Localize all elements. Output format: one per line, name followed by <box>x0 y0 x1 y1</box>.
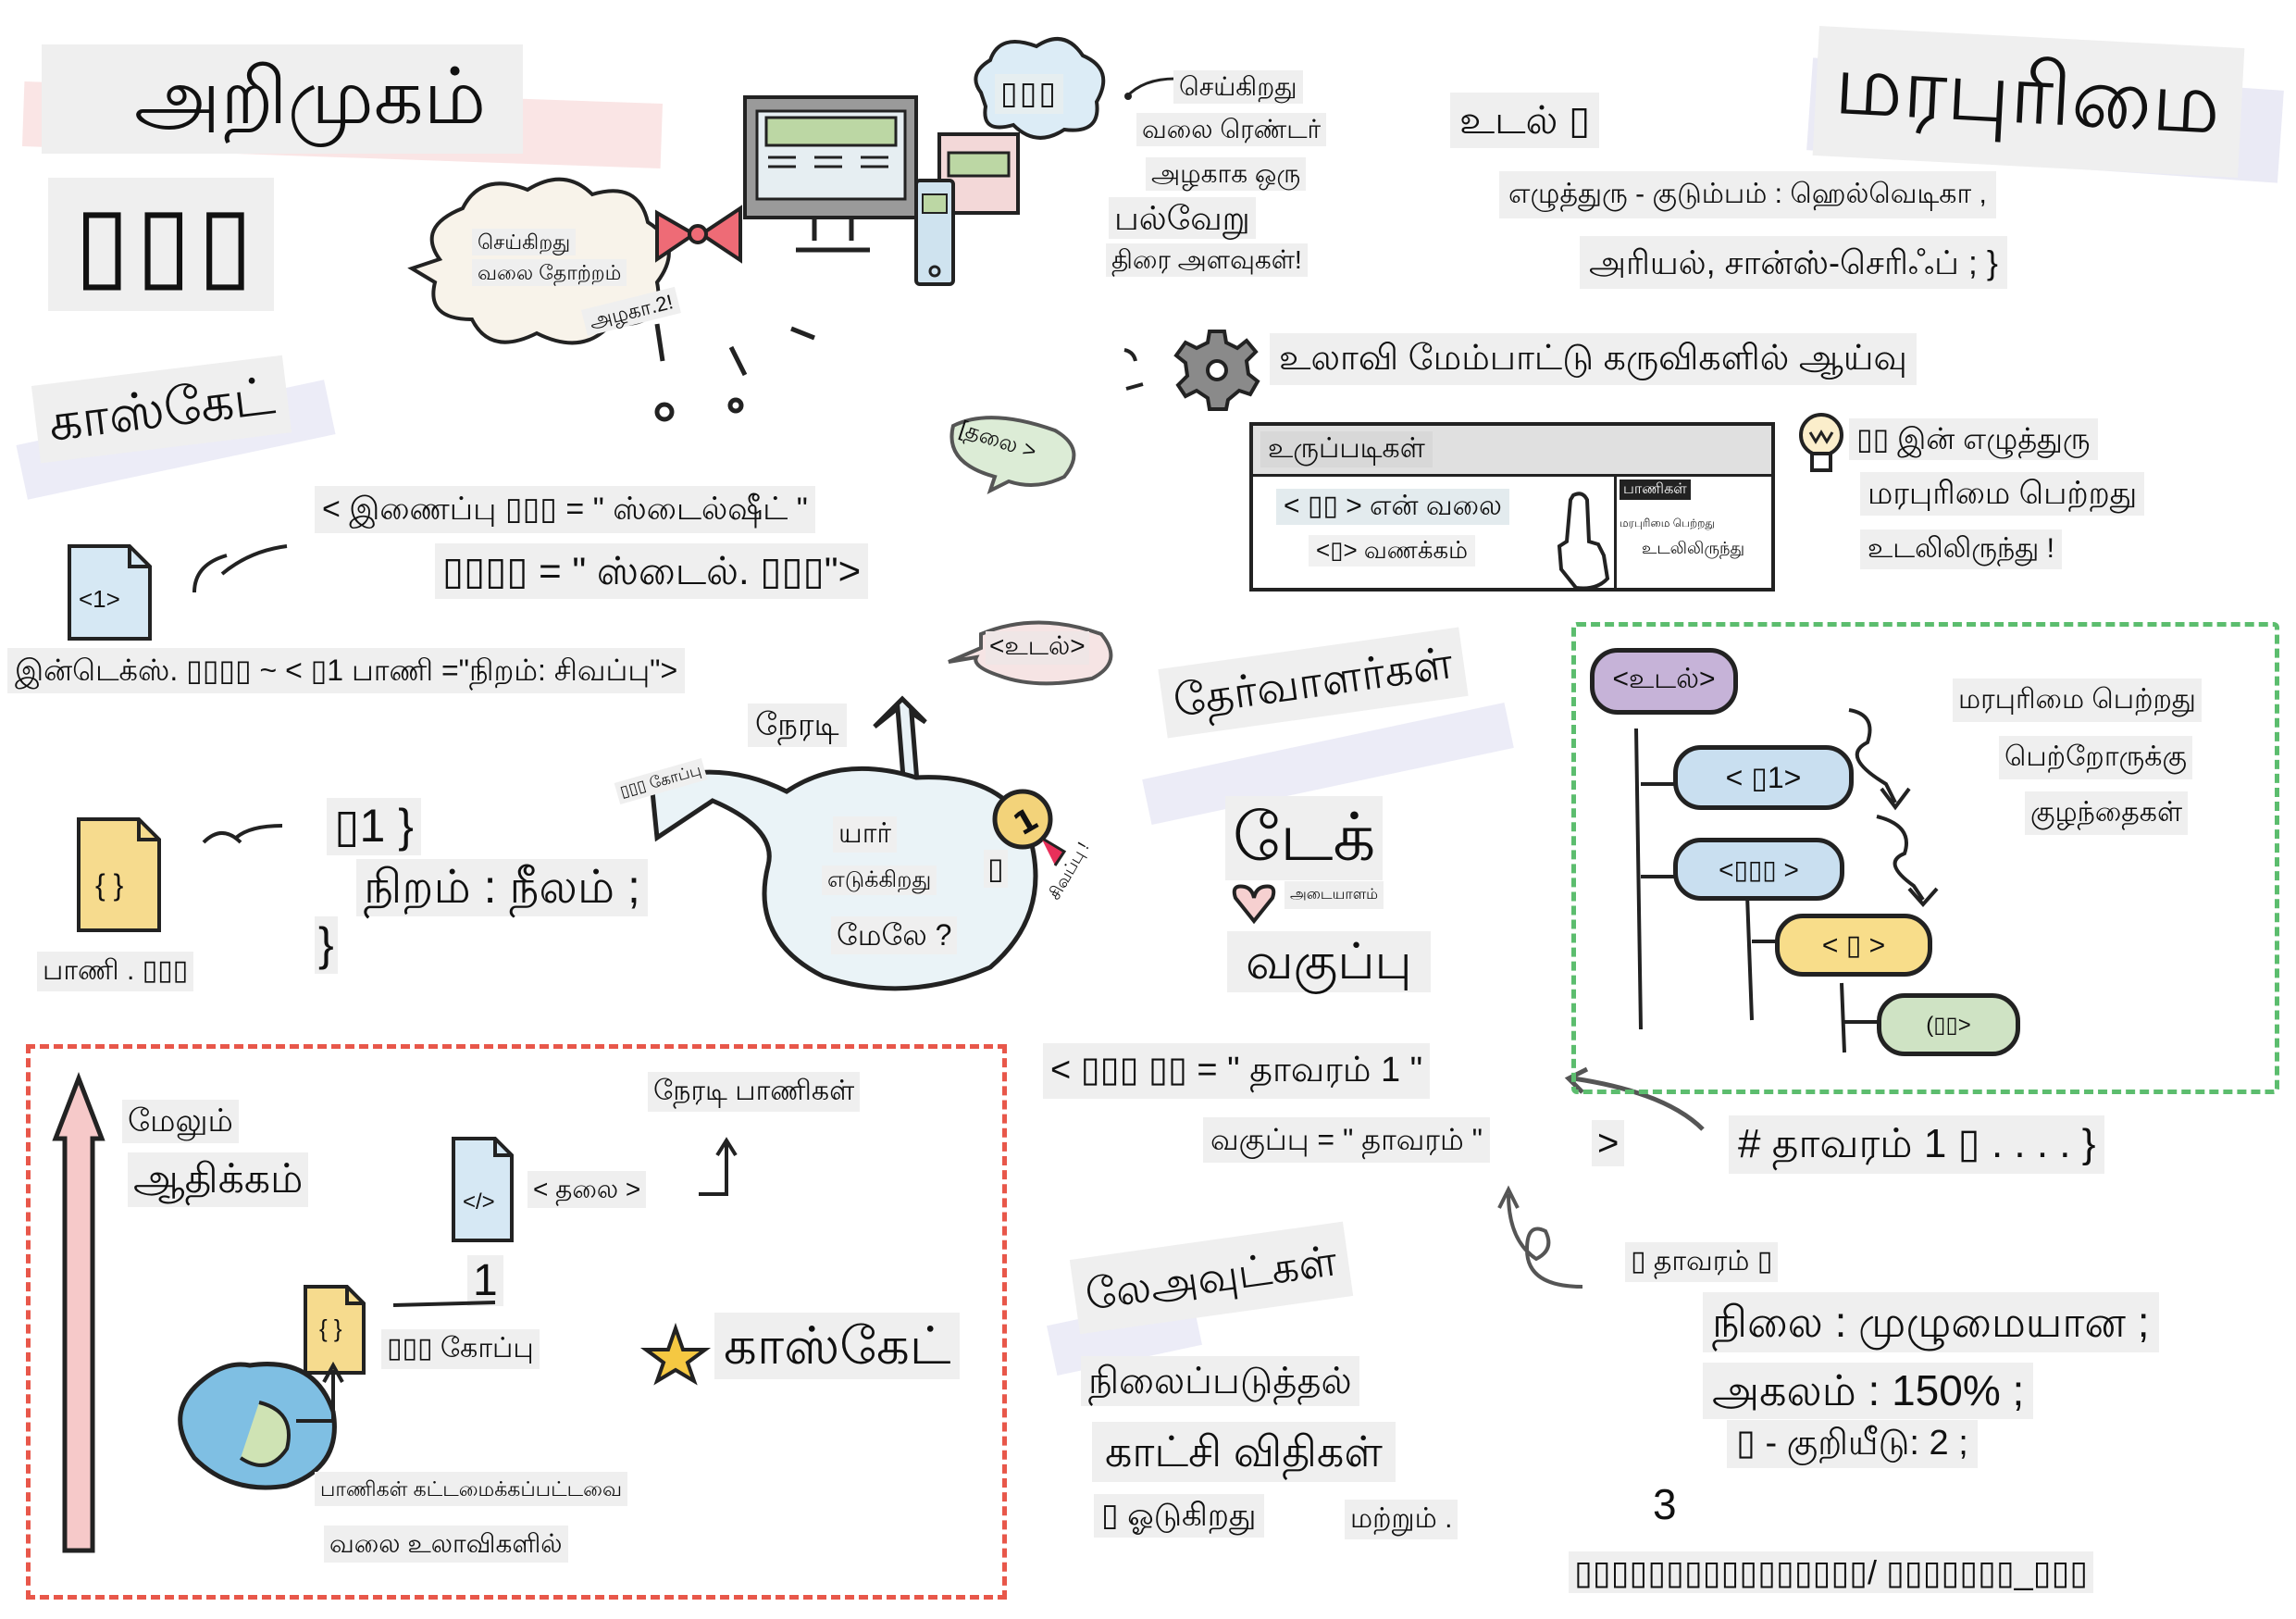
body-tag-label: உடல் ▯ <box>1450 93 1600 149</box>
tree-note-line3: குழந்தைகள் <box>2025 791 2189 835</box>
css-file-name: பாணி . ▯▯▯ <box>37 952 194 991</box>
styles-inherited: மரபுரிமை பெற்றது <box>1620 517 1715 529</box>
class-rule-head: ▯ தாவரம் ▯ <box>1625 1242 1779 1282</box>
speech-bubble-icon <box>949 416 1076 494</box>
arrow-to-class-icon <box>1497 1185 1583 1289</box>
link-line1: < இணைப்பு ▯▯▯ = " ஸ்டைல்ஷீட் " <box>315 486 815 534</box>
elements-tab[interactable]: உருப்படிகள் <box>1260 431 1433 467</box>
tree-note-line1: மரபுரிமை பெற்றது <box>1953 679 2202 722</box>
dom-row-p[interactable]: <▯> வணக்கம் <box>1309 535 1476 567</box>
devtools-panel: உருப்படிகள் < ▯▯ > என் வலை <▯> வணக்கம் ப… <box>1249 422 1775 592</box>
body-bubble-label: <உடல்> <box>986 631 1089 665</box>
tip-line1: ▯▯ இன் எழுத்துரு <box>1849 418 2098 460</box>
class-selector-label: வகுப்பு <box>1227 931 1431 993</box>
devtools-heading: உலாவி மேம்பாட்டு கருவிகளில் ஆய்வு <box>1270 333 1917 385</box>
css-file-glyph: { } <box>95 868 124 902</box>
step-number-3: 3 <box>1653 1480 1677 1528</box>
lightbulb-icon <box>1799 413 1843 472</box>
browser-line2: வலை உலாவிகளில் <box>324 1526 568 1563</box>
cloud-text-line2: வலை தோற்றம் <box>472 259 627 287</box>
layouts-line2: காட்சி விதிகள் <box>1092 1422 1396 1482</box>
layouts-line3b: மற்றும் . <box>1345 1500 1458 1539</box>
tree-lines <box>1634 708 1939 1053</box>
screens-line2: வலை ரெண்டர் <box>1136 113 1327 147</box>
heart-icon <box>1232 884 1276 925</box>
intro-title: அறிமுகம் <box>42 44 523 154</box>
more-label: மேலும் <box>122 1100 239 1144</box>
class-rule-2: அகலம் : 150% ; <box>1703 1363 2034 1419</box>
who-line1: யார் <box>833 816 898 853</box>
author-credit: ▯▯▯▯▯▯▯▯▯▯▯▯▯▯▯▯/ ▯▯▯▯▯▯▯_▯▯▯ <box>1569 1551 2094 1594</box>
connector-line <box>1124 77 1176 100</box>
pointing-hand-icon <box>1557 492 1610 591</box>
link-line2: ▯▯▯▯ = " ஸ்டைல். ▯▯▯"> <box>435 543 869 600</box>
css-rule-line3: } <box>315 916 338 974</box>
markup-close: > <box>1592 1120 1625 1166</box>
medal-glyph: ▯ <box>984 850 1008 888</box>
code-glyph: </> <box>463 1189 495 1214</box>
styles-inherited-from: உடலிலிருந்து <box>1642 539 1745 557</box>
divider <box>1614 474 1617 588</box>
css-braces-glyph: { } <box>319 1314 342 1342</box>
html-file-icon <box>68 544 288 641</box>
screens-line4: பல்வேறு <box>1109 197 1256 240</box>
font-rule-line1: எழுத்துரு - குடும்பம் : ஹெல்வெடிகா , <box>1499 171 1996 218</box>
dom-row-html[interactable]: < ▯▯ > என் வலை <box>1276 489 1509 525</box>
tree-node-p[interactable]: < ▯ > <box>1775 914 1932 977</box>
rank-number: 1 <box>467 1255 503 1307</box>
css-rule-line2: நிறம் : நீலம் ; <box>356 859 648 916</box>
markup-line2: வகுப்பு = " தாவரம் " <box>1203 1117 1490 1163</box>
tree-node-h1[interactable]: < ▯1> <box>1673 745 1854 810</box>
arrow-to-id-icon <box>1564 1066 1705 1131</box>
screens-line1: செய்கிறது <box>1173 70 1303 105</box>
browser-line1: பாணிகள் கட்டமைக்கப்பட்டவை <box>315 1472 628 1507</box>
class-rule-3: ▯ - குறியீடு: 2 ; <box>1727 1420 1978 1468</box>
up-arrow-icon <box>52 1072 105 1553</box>
who-line2: எடுக்கிறது <box>822 866 937 895</box>
screens-bubble: ▯▯▯ <box>995 74 1064 115</box>
tree-node-body[interactable]: <உடல்> <box>1590 648 1738 715</box>
cloud-text-line1: செய்கிறது <box>472 229 577 256</box>
styles-tab[interactable]: பாணிகள் <box>1620 479 1691 501</box>
who-line3: மேலே ? <box>831 916 958 954</box>
tag-selector-label: டேக் <box>1225 796 1384 880</box>
responsive-devices-icon <box>743 95 1020 286</box>
sparkle-icon <box>654 323 815 422</box>
authority-label: ஆதிக்கம் <box>128 1152 309 1207</box>
css-file-small-icon <box>304 1285 496 1375</box>
layouts-line3: ▯ ஓடுகிறது <box>1094 1494 1264 1538</box>
layouts-line1: நிலைப்படுத்தல் <box>1081 1356 1359 1406</box>
html-file-small-icon <box>452 1137 738 1242</box>
id-rule: # தாவரம் 1 ▯ . . . . } <box>1729 1115 2105 1174</box>
layouts-title: லேஅவுட்கள் <box>1069 1221 1353 1335</box>
bow-tie-icon <box>655 205 742 264</box>
tree-note-line2: பெற்றோருக்கு <box>1999 736 2192 779</box>
star-icon <box>639 1322 712 1386</box>
tree-node-span[interactable]: (▯▯> <box>1877 993 2020 1056</box>
inline-styles-label: நேரடி பாணிகள் <box>648 1072 861 1112</box>
css-file-icon <box>77 817 283 932</box>
inheritance-title: மரபுரிமை <box>1812 26 2245 178</box>
tip-line3: உடலிலிருந்து ! <box>1860 529 2062 569</box>
font-rule-line2: அரியல், சான்ஸ்-செரிஃப் ; } <box>1580 236 2007 290</box>
index-inline-line: இன்டெக்ஸ். ▯▯▯▯ ~ < ▯1 பாணி ="நிறம்: சிவ… <box>7 648 686 693</box>
id-selector-label: அடையாளம் <box>1285 881 1384 910</box>
class-rule-1: நிலை : முழுமையான ; <box>1703 1292 2159 1352</box>
css-rule-line1: ▯1 } <box>327 798 421 855</box>
screens-line3: அழகாக ஒரு <box>1146 157 1307 192</box>
dom-tree-frame <box>1571 622 2279 1094</box>
browser-edge-icon <box>178 1361 344 1490</box>
html-file-label: <1> <box>79 585 120 613</box>
css-file-label: ▯▯▯ கோப்பு <box>381 1329 540 1369</box>
markup-line1: < ▯▯▯ ▯▯ = " தாவரம் 1 " <box>1043 1043 1431 1099</box>
authority-frame <box>26 1044 1007 1600</box>
head-tag-label: < தலை > <box>527 1171 647 1209</box>
tree-node-div[interactable]: <▯▯▯ > <box>1673 838 1844 901</box>
direct-label: நேரடி <box>748 704 847 748</box>
screens-line5: திரை அளவுகள்! <box>1106 243 1308 278</box>
intro-subtitle: ▯▯▯ <box>48 178 274 311</box>
cascade-star-label: காஸ்கேட் <box>714 1313 961 1380</box>
gear-icon <box>1123 330 1260 411</box>
tip-line2: மரபுரிமை பெற்றது <box>1860 472 2145 517</box>
